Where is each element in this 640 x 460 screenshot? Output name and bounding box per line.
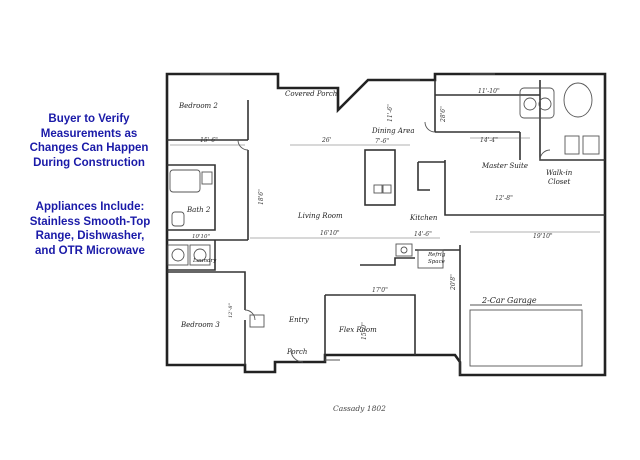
dim-bed2-width: 15'-6": [200, 137, 218, 144]
note-line: Measurements as: [40, 127, 138, 140]
dim-master-depth: 12'-8": [495, 195, 513, 202]
dim-kitchen-width: 14'-6": [414, 231, 432, 238]
note-line: Changes Can Happen: [29, 142, 149, 154]
room-label-bedroom2: Bedroom 2: [178, 102, 218, 110]
room-label-bedroom3: Bedroom 3: [180, 321, 220, 329]
buyer-verify-note: Buyer to Verify Measurements as Changes …: [20, 112, 158, 170]
room-label-kitchen: Kitchen: [409, 214, 438, 222]
appliances-note: Appliances Include: Stainless Smooth-Top…: [22, 200, 158, 258]
dim-bath-width: 10'10": [192, 234, 210, 240]
dim-dining-ceiling: 11'-6": [387, 104, 394, 122]
room-label-refrig-2: Space: [428, 259, 446, 265]
room-label-porch: Porch: [286, 348, 307, 356]
room-label-refrig-1: Refrig: [427, 252, 446, 258]
room-label-entry: Entry: [288, 316, 310, 324]
plan-caption: Cassady 1802: [333, 404, 386, 413]
note-line: and OTR Microwave: [35, 244, 145, 257]
room-label-bath2: Bath 2: [186, 206, 211, 214]
room-label-garage: 2-Car Garage: [481, 296, 537, 305]
room-label-walk-in-closet-1: Walk-in: [546, 169, 573, 177]
note-line: Range, Dishwasher,: [35, 230, 145, 242]
dimension-lines: [170, 137, 600, 296]
room-label-walk-in-closet-2: Closet: [548, 178, 571, 186]
interior-walls: [167, 80, 605, 375]
dim-flex-width: 17'0": [372, 287, 388, 294]
dim-living-width: 26': [321, 137, 332, 144]
dim-bed3-depth: 12'-8": [228, 303, 234, 318]
note-line: During Construction: [33, 156, 145, 169]
room-label-flex-room: Flex Room: [338, 326, 377, 334]
dim-flex-depth: 15'-0": [361, 322, 368, 340]
room-label-laundry: Laundry: [192, 258, 217, 264]
room-label-living-room: Living Room: [297, 212, 343, 220]
room-label-dining-area: Dining Area: [371, 127, 415, 135]
dim-garage-side: 20'8": [450, 274, 457, 291]
fixtures: [167, 73, 600, 367]
room-labels: Bedroom 2 Covered Porch Dining Area Mast…: [178, 90, 573, 356]
dimension-labels: 15'-6" 26' 11'-6" 7'-6" 11'-10" 28'6" 14…: [192, 88, 553, 340]
room-label-master-suite: Master Suite: [481, 162, 528, 170]
dim-master-width: 14'-4": [480, 137, 498, 144]
note-line: Appliances Include:: [35, 201, 145, 213]
dim-master-top: 11'-10": [478, 88, 500, 95]
dim-master-left: 28'6": [440, 106, 447, 123]
dim-living-bottom: 16'10": [320, 230, 340, 237]
note-line: Stainless Smooth-Top: [29, 215, 151, 228]
dim-living-depth: 18'6": [258, 189, 265, 205]
dim-garage-top: 19'10": [533, 233, 553, 240]
note-line: Buyer to Verify: [48, 113, 130, 125]
dim-dining-width: 7'-6": [375, 138, 389, 145]
room-label-covered-porch: Covered Porch: [285, 90, 337, 98]
